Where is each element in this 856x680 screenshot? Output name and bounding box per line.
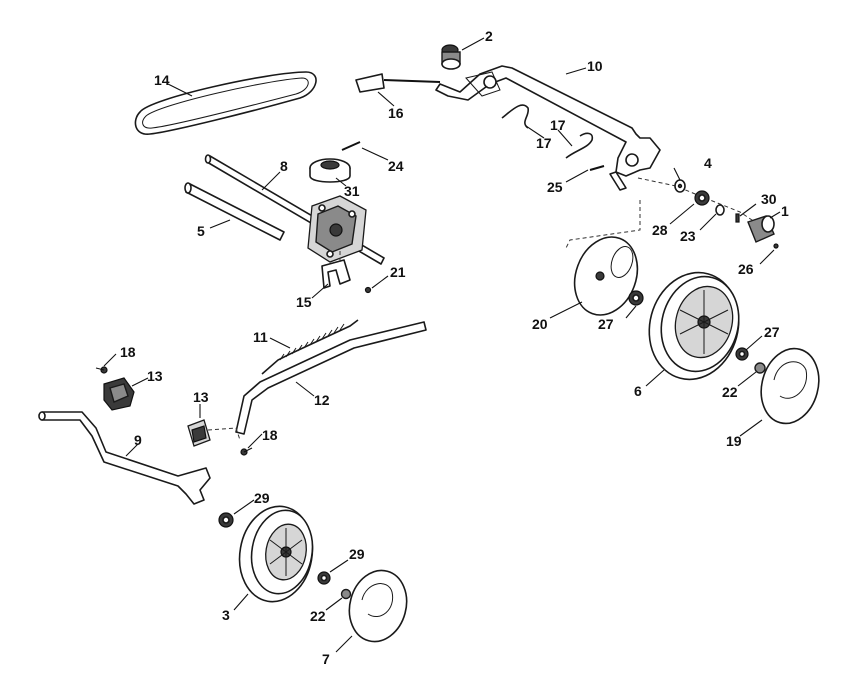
- callout-23: 23: [680, 228, 696, 244]
- callout-27-left: 27: [598, 316, 614, 332]
- part-16-grip: [355, 73, 441, 93]
- callout-28: 28: [652, 222, 668, 238]
- part-25-pin: [589, 165, 605, 171]
- callout-31: 31: [344, 183, 360, 199]
- callout-3: 3: [222, 607, 230, 623]
- callout-21: 21: [390, 264, 406, 280]
- callout-24: 24: [388, 158, 404, 174]
- callout-16: 16: [388, 105, 404, 121]
- callout-15: 15: [296, 294, 312, 310]
- part-23-washer: [715, 204, 725, 216]
- callout-30: 30: [761, 191, 777, 207]
- callout-20: 20: [532, 316, 548, 332]
- part-2-knob: [441, 44, 461, 70]
- callout-11: 11: [253, 329, 268, 345]
- callout-13-top: 13: [147, 368, 163, 384]
- part-14-drive-belt: [134, 71, 317, 135]
- callout-14: 14: [154, 72, 170, 88]
- part-29-bearing-top: [218, 512, 234, 528]
- part-27-bearing-right: [628, 290, 644, 306]
- callout-4: 4: [704, 155, 712, 171]
- part-1-pinion: [747, 215, 775, 243]
- callout-6: 6: [634, 383, 642, 399]
- callout-22-right: 22: [722, 384, 738, 400]
- part-3-front-wheel: [238, 505, 314, 603]
- callout-8: 8: [280, 158, 288, 174]
- part-17-spring-b: [565, 132, 594, 159]
- callout-17-lower: 17: [536, 135, 552, 151]
- callout-26: 26: [738, 261, 754, 277]
- part-18-screw-mid: [240, 447, 253, 456]
- callout-9: 9: [134, 432, 142, 448]
- part-4-washer: [674, 179, 686, 193]
- callout-2: 2: [485, 28, 493, 44]
- part-15-bracket: [321, 250, 351, 289]
- part-13-bracket-top: [103, 377, 135, 411]
- callout-29-top: 29: [254, 490, 270, 506]
- part-29-bearing-bottom: [317, 571, 331, 585]
- part-28-bearing: [694, 190, 710, 206]
- part-6-rear-wheel: [648, 271, 740, 381]
- callout-19: 19: [726, 433, 742, 449]
- callout-22-left: 22: [310, 608, 326, 624]
- leader-lines: [103, 37, 781, 653]
- part-24-pin: [341, 141, 361, 151]
- part-26-pin: [773, 243, 779, 249]
- part-22-nut-right: [754, 362, 766, 374]
- callout-13-mid: 13: [193, 389, 209, 405]
- part-11-spring: [261, 319, 359, 375]
- part-5-axle-rod: [184, 182, 285, 241]
- callout-18-mid: 18: [262, 427, 278, 443]
- part-17-spring-a: [501, 104, 530, 129]
- callout-labels: 1 2 3 4 5 6 7 8 9 10 11 12 13 13 14 15 1…: [120, 28, 789, 667]
- part-7-hubcap-left: [348, 569, 408, 643]
- gearbox: [307, 195, 367, 263]
- callout-18-top: 18: [120, 344, 136, 360]
- part-27-bearing-outer: [735, 347, 749, 361]
- part-31-pulley: [309, 158, 351, 183]
- callout-17-upper: 17: [550, 117, 566, 133]
- callout-7: 7: [322, 651, 330, 667]
- callout-25: 25: [547, 179, 563, 195]
- part-10-control-rod: [435, 65, 661, 191]
- callout-12: 12: [314, 392, 330, 408]
- part-30-key: [735, 213, 740, 223]
- part-9-front-axle: [38, 411, 211, 505]
- callout-5: 5: [197, 223, 205, 239]
- part-21-bolt: [364, 286, 372, 294]
- part-20-wheel-cover: [573, 236, 639, 316]
- right-axle-dash: [565, 177, 771, 249]
- callout-27-right: 27: [764, 324, 780, 340]
- callout-1: 1: [781, 203, 789, 219]
- callout-10: 10: [587, 58, 603, 74]
- callout-29-bottom: 29: [349, 546, 365, 562]
- part-13-bracket-mid: [187, 419, 241, 447]
- part-19-hubcap-right: [760, 347, 820, 425]
- part-18-screw-top: [95, 366, 108, 374]
- part-12-front-lever: [235, 321, 427, 435]
- part-22-nut-left: [340, 588, 352, 600]
